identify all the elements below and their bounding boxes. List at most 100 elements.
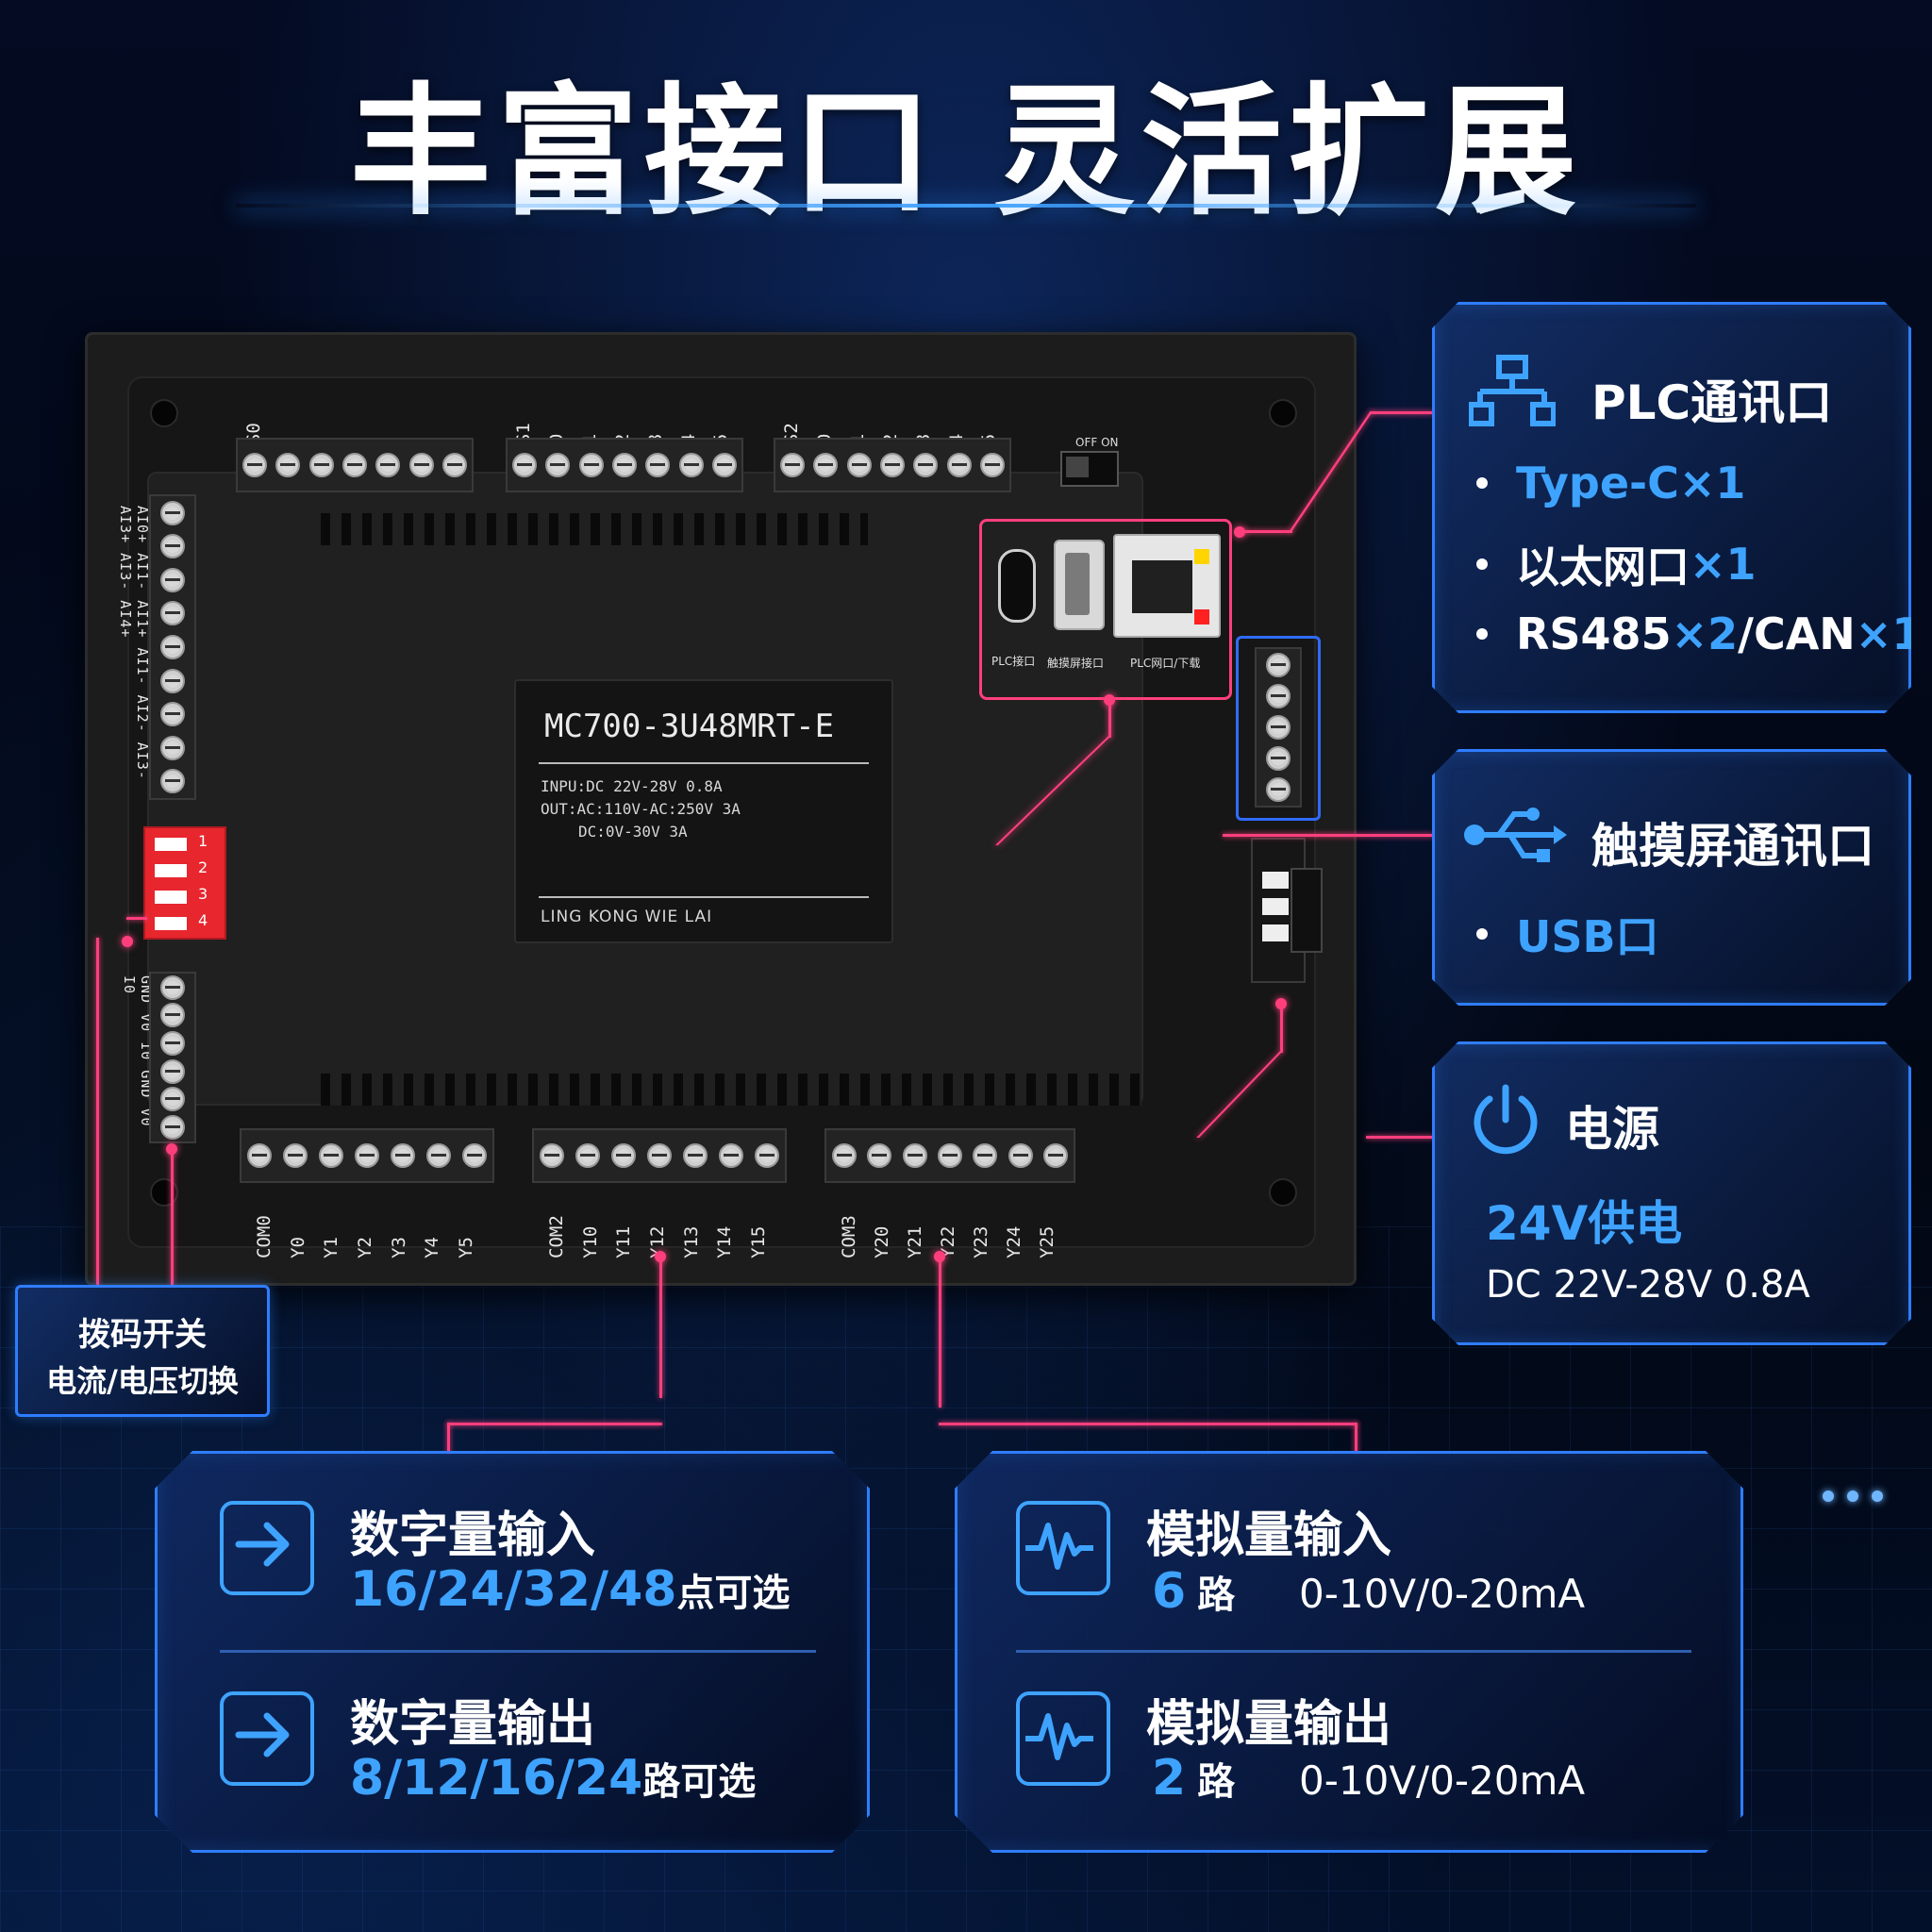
usba-port-label: 触摸屏接口: [1047, 657, 1105, 670]
digital-output-title: 数字量输出: [350, 1696, 596, 1753]
dip-switch[interactable]: 1 2 3 4: [143, 826, 226, 940]
screw: [150, 1178, 178, 1207]
connector-line: [1366, 1136, 1434, 1139]
dip-lever[interactable]: [155, 838, 187, 851]
ethernet-port[interactable]: [1113, 534, 1221, 638]
rs485-highlight: [1236, 636, 1321, 821]
waveform-icon: [1016, 1691, 1110, 1786]
network-icon: [1469, 354, 1556, 429]
digital-input-title: 数字量输入: [350, 1507, 596, 1564]
connector-line: [447, 1423, 450, 1455]
terminal-block-x1[interactable]: [506, 438, 743, 492]
connector-line: [659, 1257, 662, 1398]
connector-line: [1355, 1423, 1357, 1455]
analog-output-title: 模拟量输出: [1146, 1696, 1392, 1753]
list-item: USB口: [1476, 903, 1659, 965]
arrow-right-icon: [220, 1501, 314, 1595]
vent-bottom: [321, 1074, 1141, 1106]
power-icon: [1469, 1084, 1542, 1158]
power-title: 电源: [1565, 1102, 1659, 1157]
screw: [1269, 399, 1297, 427]
power-pin: [1262, 924, 1289, 941]
terminal-block-analog-input[interactable]: [149, 494, 196, 800]
dip-number: 1: [198, 832, 208, 850]
waveform-icon: [1016, 1501, 1110, 1595]
connector-line: [939, 1423, 1357, 1425]
connector-line: [1370, 411, 1434, 414]
terminal-block-analog-output[interactable]: [149, 972, 196, 1143]
terminal-block-x0[interactable]: [236, 438, 474, 492]
usb-icon: [1463, 805, 1567, 865]
dip-lever[interactable]: [155, 864, 187, 877]
ethernet-socket: [1132, 560, 1192, 613]
power-pin: [1262, 872, 1289, 889]
touch-comm-title: 触摸屏通讯口: [1591, 819, 1874, 874]
spec-output: OUT:AC:110V-AC:250V 3A: [541, 800, 741, 818]
dip-callout-desc: 电流/电压切换: [46, 1363, 239, 1399]
dip-number: 2: [198, 858, 208, 876]
switch-knob[interactable]: [1066, 457, 1089, 477]
power-supply: 24V供电: [1486, 1196, 1683, 1251]
switch-label: OFF ON: [1075, 436, 1119, 449]
list-item: 以太网口×1: [1476, 533, 1757, 595]
analog-output-range: 0-10V/0-20mA: [1299, 1757, 1586, 1804]
list-item: Type-C×1: [1476, 458, 1745, 508]
analog-input-title: 模拟量输入: [1146, 1507, 1392, 1564]
usbc-port-label: PLC接口: [991, 655, 1036, 668]
dip-lever[interactable]: [155, 917, 187, 930]
touch-comm-card: 触摸屏通讯口 USB口: [1432, 749, 1911, 1006]
brand-name: LING KONG WIE LAI: [541, 908, 713, 926]
terminal-block-rs485[interactable]: [1255, 647, 1302, 808]
spec-dc: DC:0V-30V 3A: [578, 823, 688, 841]
connector-line: [1240, 530, 1292, 533]
plc-comm-card: PLC通讯口 Type-C×1 以太网口×1 RS485×2/CAN×1: [1432, 302, 1911, 713]
connector-dot: [122, 936, 133, 947]
dip-number: 4: [198, 911, 208, 929]
activity-led-icon: [1194, 609, 1209, 625]
connector-line: [171, 1149, 174, 1285]
dip-lever[interactable]: [155, 891, 187, 904]
nameplate-rule: [539, 762, 869, 764]
power-pin: [1262, 898, 1289, 915]
screw: [1269, 1178, 1297, 1207]
decorative-dots: [1823, 1491, 1883, 1502]
power-card: 电源 24V供电 DC 22V-28V 0.8A: [1432, 1041, 1911, 1345]
card-divider: [1016, 1650, 1691, 1653]
run-stop-switch[interactable]: [1060, 451, 1119, 487]
vent-top: [321, 513, 868, 545]
usb-c-port[interactable]: [998, 549, 1036, 623]
analog-input-range: 0-10V/0-20mA: [1299, 1571, 1586, 1617]
connector-line: [939, 1257, 941, 1407]
device-nameplate: MC700-3U48MRT-E INPU:DC 22V-28V 0.8A OUT…: [514, 679, 893, 943]
terminal-block-x2[interactable]: [774, 438, 1011, 492]
dip-callout-title: 拨码开关: [78, 1316, 207, 1354]
link-led-icon: [1194, 549, 1209, 564]
power-spec: DC 22V-28V 0.8A: [1486, 1263, 1810, 1307]
terminal-block-y1[interactable]: [532, 1128, 787, 1183]
digital-io-card: 数字量输入 16/24/32/48点可选 数字量输出 8/12/16/24路可选: [155, 1451, 870, 1853]
screw: [150, 399, 178, 427]
spec-input: INPU:DC 22V-28V 0.8A: [541, 777, 723, 795]
connector-line: [1108, 700, 1111, 738]
dip-number: 3: [198, 885, 208, 903]
nameplate-rule: [539, 896, 869, 898]
usb-a-port[interactable]: [1054, 540, 1105, 630]
usb-a-slot: [1065, 553, 1090, 615]
connector-line: [126, 917, 147, 920]
model-number: MC700-3U48MRT-E: [544, 708, 835, 745]
digital-output-value: 8/12/16/24路可选: [350, 1750, 757, 1807]
card-divider: [220, 1650, 816, 1653]
connector-line: [1223, 834, 1434, 837]
list-item: RS485×2/CAN×1: [1476, 608, 1922, 659]
terminal-block-y0[interactable]: [240, 1128, 494, 1183]
terminal-block-y2[interactable]: [824, 1128, 1075, 1183]
digital-input-value: 16/24/32/48点可选: [350, 1561, 791, 1618]
plc-comm-title: PLC通讯口: [1591, 375, 1833, 430]
